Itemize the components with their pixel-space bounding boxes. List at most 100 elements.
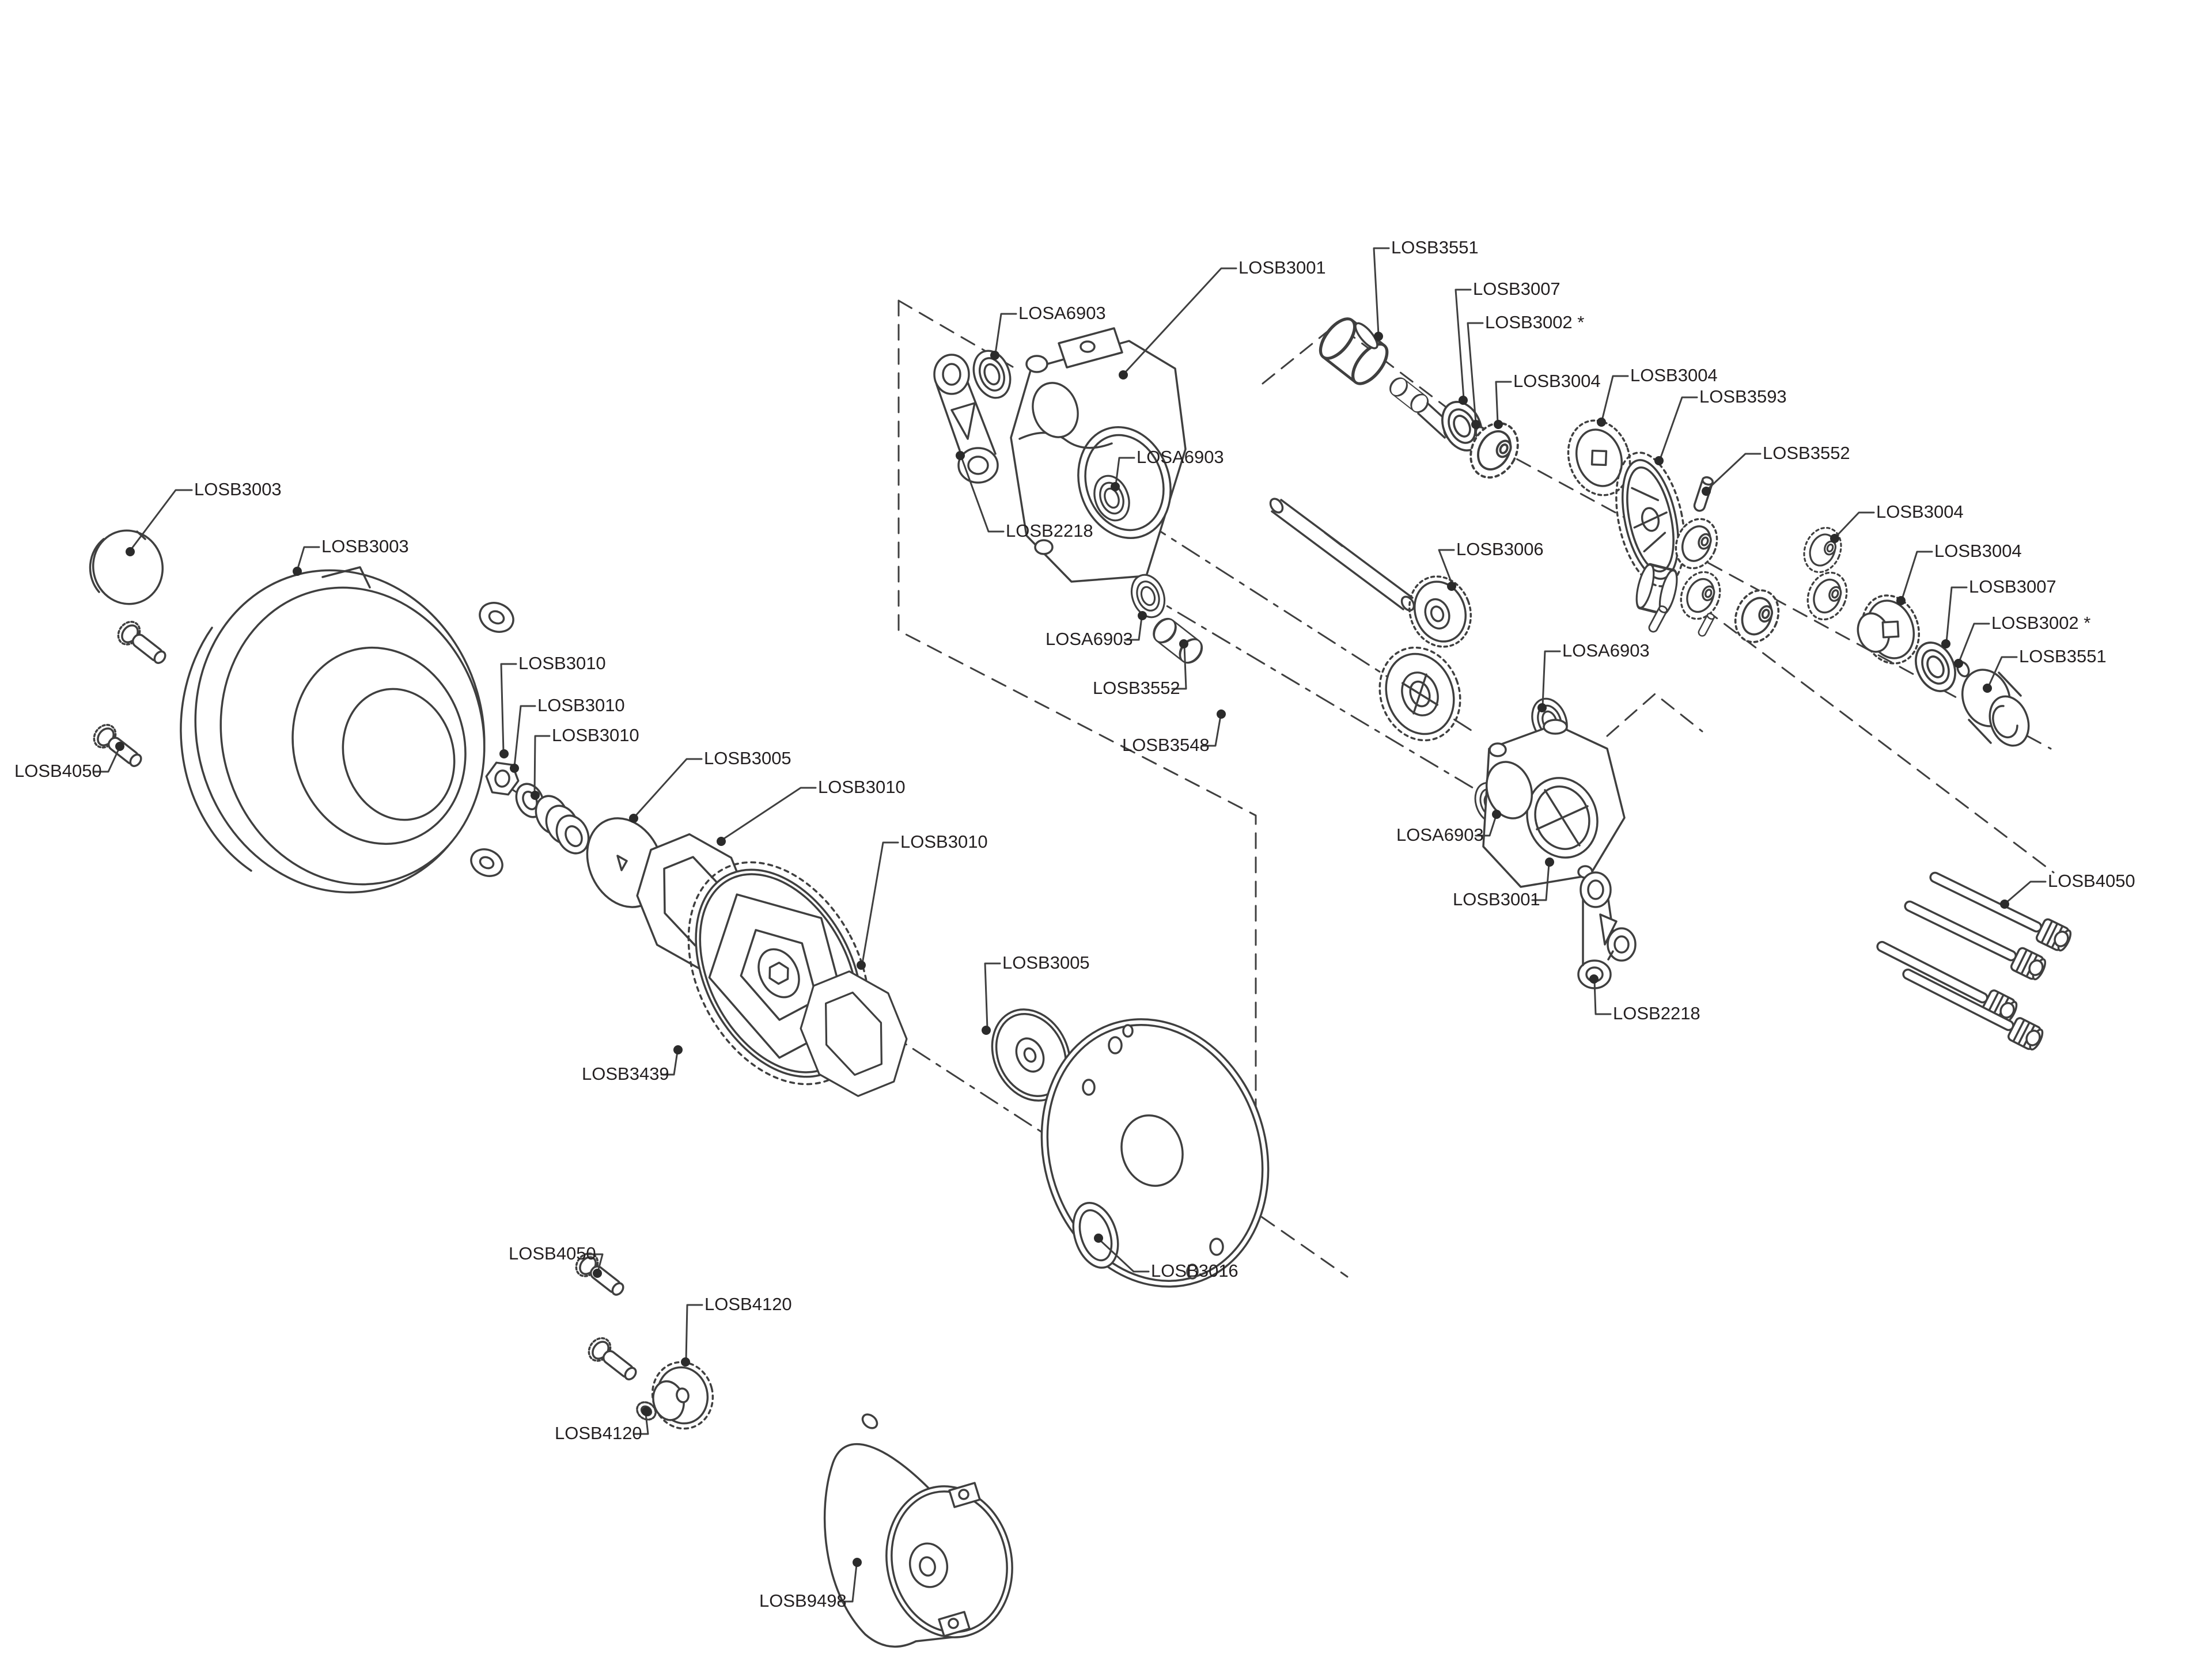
leader-dot	[1654, 456, 1664, 465]
leader-line	[1945, 586, 1968, 643]
part-label: LOSB3006	[1456, 539, 1544, 559]
leader-dot	[1374, 332, 1383, 341]
slipper-shaft-losb3551	[1314, 313, 1456, 441]
leader-line	[633, 1413, 649, 1435]
bevel-gear-losb3004-6	[1800, 566, 1855, 627]
leader-line	[1659, 396, 1698, 460]
leader-line	[994, 313, 1017, 355]
bevel-gear-losb3004-4	[1726, 582, 1787, 650]
gear-cover-losb3003	[180, 566, 514, 894]
leader-line	[513, 705, 536, 768]
leader-line	[1123, 267, 1237, 374]
bottom-gear-losb3548	[1378, 646, 1461, 742]
leader-dot	[853, 1558, 862, 1567]
part-label: LOSB3004	[1876, 502, 1964, 522]
leader-line	[861, 841, 899, 965]
leader-dot	[642, 1407, 651, 1416]
leader-line	[1099, 1239, 1150, 1273]
leader-line	[1601, 375, 1629, 422]
part-label: LOSB3551	[1391, 237, 1479, 257]
leader-dot	[1983, 684, 1992, 693]
bevel-gear-losb3004-5	[1797, 521, 1849, 579]
leader-dot	[115, 742, 124, 751]
leader-line	[93, 747, 120, 773]
motor-losb9498	[823, 1413, 1013, 1648]
motor-plate-losb3016	[1040, 1018, 1270, 1288]
leader-dot	[673, 1045, 683, 1054]
leader-line	[1987, 656, 2018, 688]
leader-dot	[1896, 596, 1906, 605]
leader-line	[960, 456, 1005, 533]
part-label: LOSB9498	[759, 1591, 847, 1611]
leader-dot	[1471, 420, 1480, 429]
leader-line	[1124, 616, 1143, 641]
leader-line	[587, 1253, 604, 1273]
part-label: LOSA6903	[1018, 303, 1106, 323]
leader-dot	[1492, 810, 1501, 819]
leader-dot	[531, 791, 540, 800]
leader-dot	[1597, 418, 1606, 427]
leader-dot	[510, 764, 519, 773]
part-label: LOSB3003	[194, 479, 282, 499]
leader-dot	[1589, 974, 1599, 984]
leader-dot	[1447, 582, 1456, 591]
part-label: LOSB3010	[818, 777, 906, 797]
part-label: LOSB3016	[1151, 1261, 1238, 1281]
leader-dot	[857, 961, 866, 970]
leader-line	[1200, 715, 1222, 747]
leader-dot	[1138, 611, 1147, 620]
leader-line	[1495, 381, 1512, 424]
part-label: LOSB3002 *	[1485, 312, 1585, 332]
outdrive-losb3551	[1961, 669, 2030, 747]
part-label: LOSB3007	[1969, 576, 2056, 597]
leader-line	[660, 1050, 679, 1076]
part-label: LOSB4120	[704, 1294, 792, 1314]
leader-dot	[717, 837, 726, 846]
leader-line	[1835, 511, 1875, 538]
part-label: LOSB4050	[2048, 871, 2135, 891]
diff-gear-losb3593	[1615, 451, 1685, 587]
leader-dot	[982, 1026, 991, 1035]
leader-dot	[1494, 420, 1503, 429]
part-label: LOSB3005	[1002, 953, 1090, 973]
part-label: LOSB3004	[1934, 541, 2022, 561]
part-label: LOSB3593	[1699, 386, 1787, 407]
ring-gear-losb3004	[1857, 594, 1921, 665]
idler-shaft-losb3552	[1148, 613, 1207, 669]
leader-line	[1467, 322, 1484, 424]
bearing-losa6903-mid	[1125, 569, 1171, 623]
leader-line	[685, 1304, 703, 1361]
part-label: LOSB3548	[1122, 735, 1210, 755]
leader-line	[1531, 863, 1550, 901]
part-label: LOSA6903	[1396, 825, 1484, 845]
leader-dot	[681, 1357, 690, 1367]
leader-line	[1958, 623, 1990, 663]
part-label: LOSB4050	[509, 1243, 596, 1263]
part-label: LOSB3007	[1473, 279, 1560, 299]
leader-dot	[1941, 639, 1950, 648]
part-label: LOSB3001	[1453, 889, 1540, 909]
part-label: LOSA6903	[1562, 640, 1650, 661]
leader-dot	[1217, 709, 1226, 719]
leader-line	[1593, 980, 1612, 1015]
leader-line	[1706, 453, 1762, 491]
screws-losb4050-right	[1871, 863, 2075, 1053]
leader-line	[1373, 247, 1390, 336]
leader-dot	[1545, 857, 1554, 867]
part-label: LOSB3439	[582, 1064, 669, 1084]
leader-line	[1901, 551, 1933, 600]
callout-layer	[93, 247, 2047, 1603]
leader-dot	[126, 547, 135, 556]
part-label: LOSB3004	[1513, 371, 1601, 391]
part-label: LOSB3003	[321, 536, 409, 556]
dust-cover-losb3003	[89, 529, 164, 605]
leader-line	[533, 735, 551, 795]
leader-line	[1541, 650, 1561, 707]
leader-line	[1115, 457, 1135, 486]
part-label: LOSB2218	[1613, 1003, 1700, 1023]
slipper-spring-losb3010	[535, 795, 590, 855]
leader-line	[296, 546, 320, 571]
pinion-gear-losb4120	[651, 1361, 714, 1430]
bevel-gear-losb3004-3	[1673, 565, 1728, 626]
